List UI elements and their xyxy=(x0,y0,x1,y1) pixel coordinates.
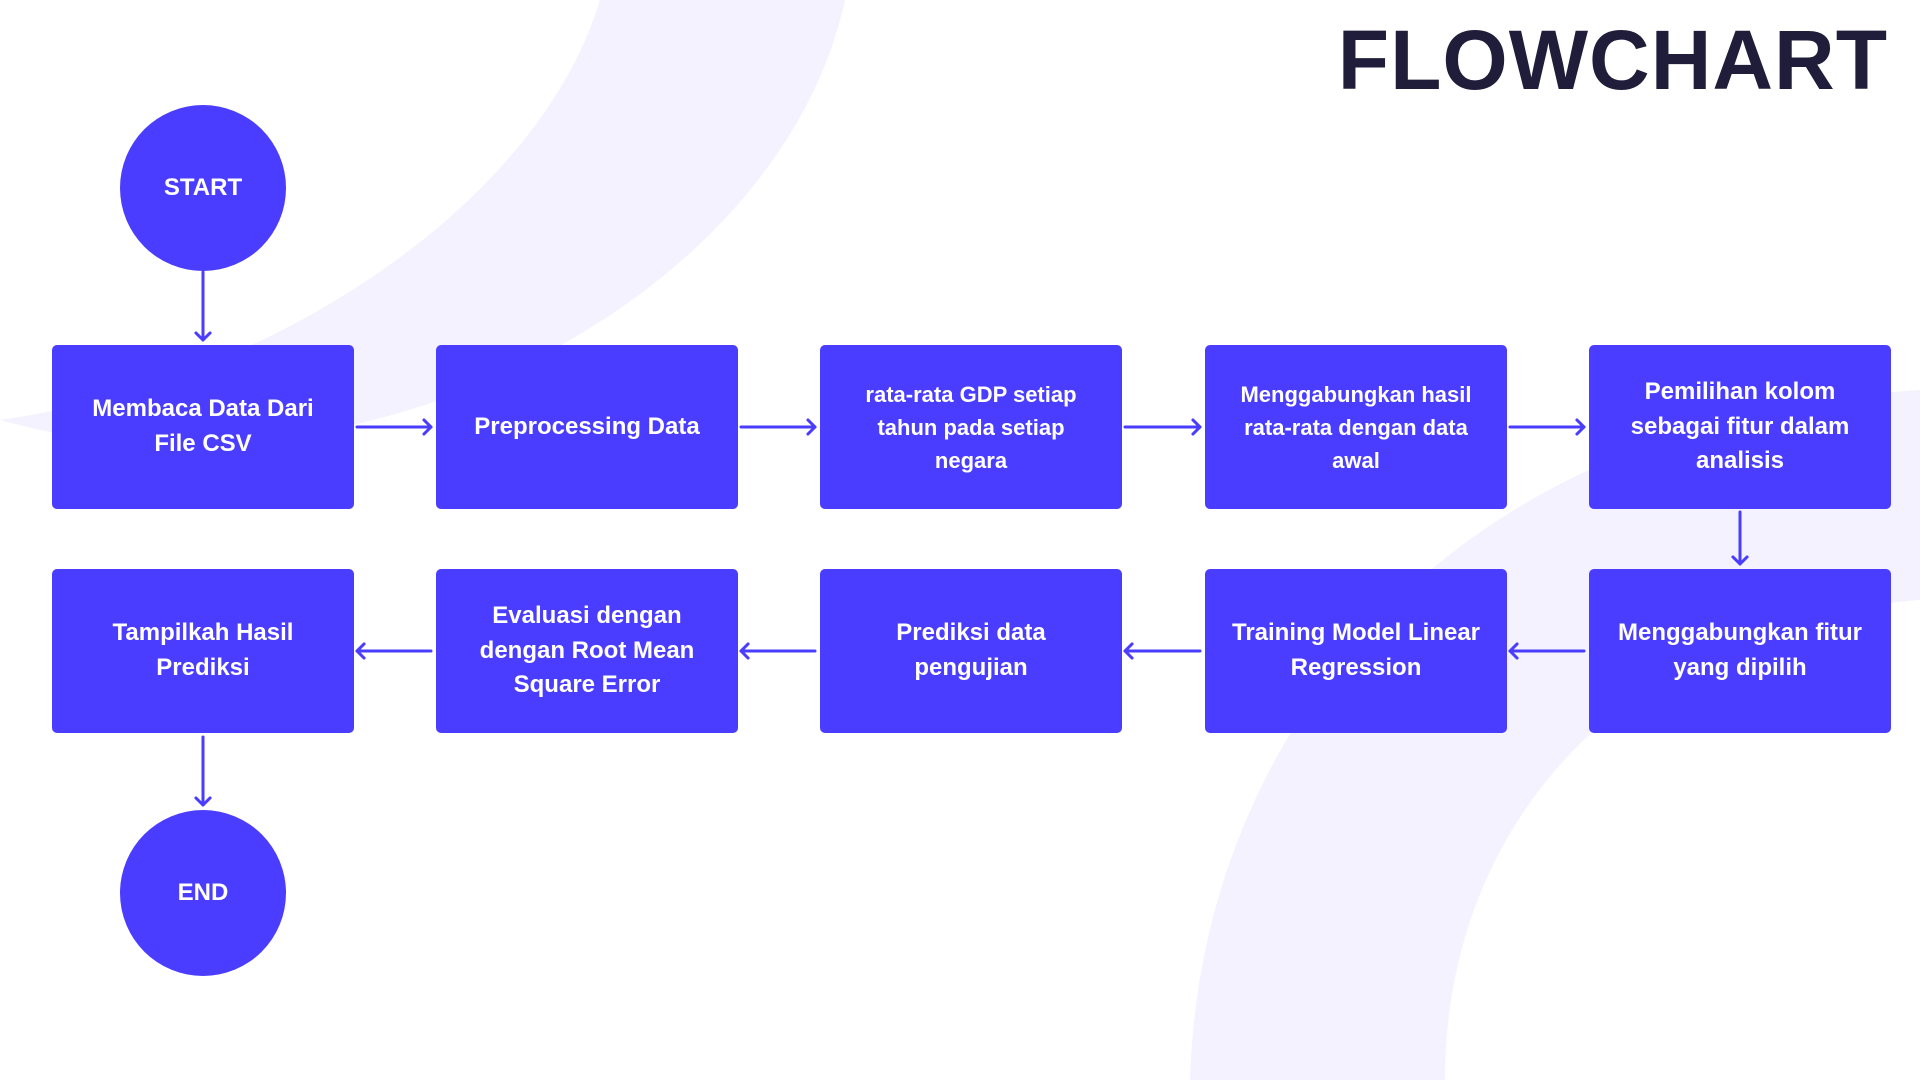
step-merge-features: Menggabungkan fitur yang dipilih xyxy=(1589,569,1891,733)
arrow-merge-average-to-selection xyxy=(1508,418,1586,436)
step-column-selection: Pemilihan kolom sebagai fitur dalam anal… xyxy=(1589,345,1891,509)
arrow-start-to-read-csv xyxy=(194,270,212,342)
page-title: FLOWCHART xyxy=(1337,13,1888,107)
arrow-preprocessing-to-gdp-average xyxy=(739,418,817,436)
arrow-merge-features-to-training xyxy=(1508,642,1586,660)
arrow-show-results-to-end xyxy=(194,735,212,807)
step-training: Training Model Linear Regression xyxy=(1205,569,1507,733)
background-arc-top-left xyxy=(0,0,845,445)
arrow-training-to-prediction xyxy=(1123,642,1202,660)
start-node: START xyxy=(120,105,286,271)
arrow-gdp-average-to-merge-average xyxy=(1123,418,1202,436)
step-merge-average: Menggabungkan hasil rata-rata dengan dat… xyxy=(1205,345,1507,509)
step-show-results: Tampilkah Hasil Prediksi xyxy=(52,569,354,733)
step-read-csv: Membaca Data Dari File CSV xyxy=(52,345,354,509)
step-evaluation: Evaluasi dengan dengan Root Mean Square … xyxy=(436,569,738,733)
arrow-selection-to-merge-features xyxy=(1731,510,1749,566)
end-node: END xyxy=(120,810,286,976)
arrow-prediction-to-evaluation xyxy=(739,642,817,660)
arrow-evaluation-to-show-results xyxy=(355,642,433,660)
step-preprocessing: Preprocessing Data xyxy=(436,345,738,509)
step-gdp-average: rata-rata GDP setiap tahun pada setiap n… xyxy=(820,345,1122,509)
arrow-read-csv-to-preprocessing xyxy=(355,418,433,436)
step-prediction: Prediksi data pengujian xyxy=(820,569,1122,733)
